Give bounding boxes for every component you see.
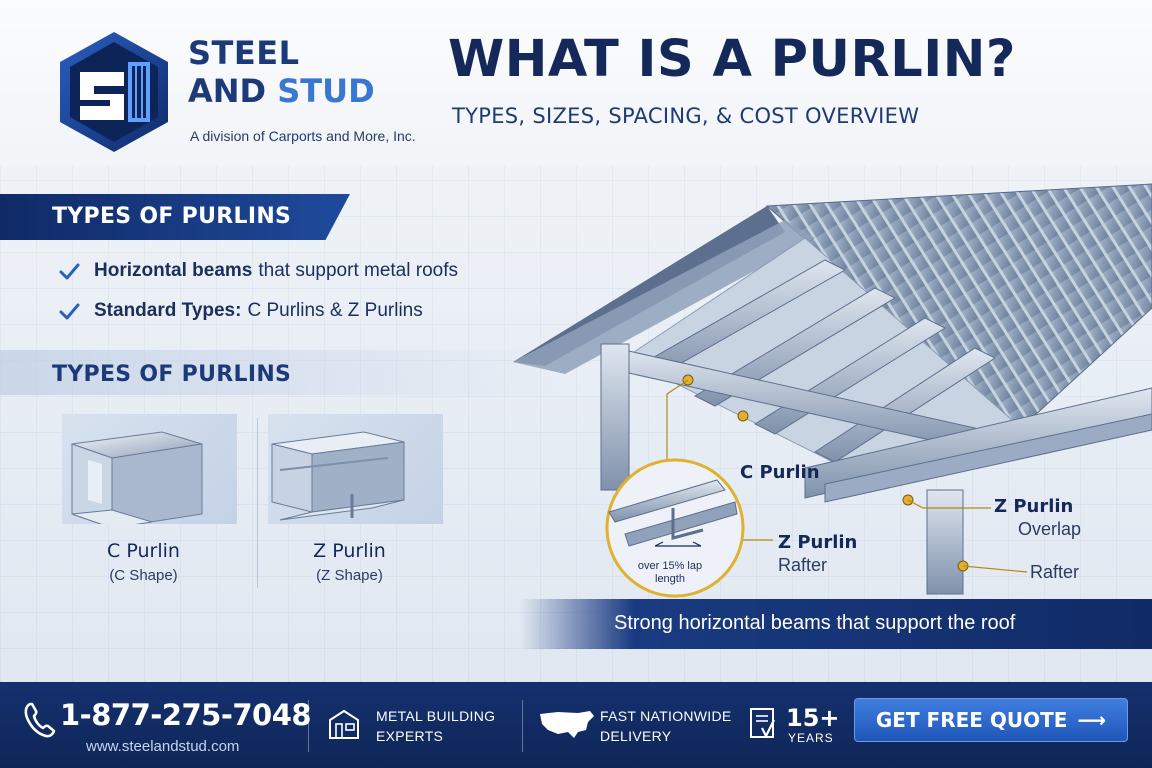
division-text: A division of Carports and More, Inc. <box>190 128 416 144</box>
steel-and-stud-logo <box>60 32 168 152</box>
bullet-bold: Standard Types: <box>94 300 242 321</box>
check-icon <box>59 303 80 320</box>
z-purlin-shape: (Z Shape) <box>316 567 383 584</box>
shapes-section-title: TYPES OF PURLINS <box>52 362 292 387</box>
usa-map-icon <box>540 711 594 738</box>
bullet-text: that support metal roofs <box>258 260 458 281</box>
bullet-standard-types: Standard Types: C Purlins & Z Purlins <box>58 300 423 322</box>
website-link[interactable]: www.steelandstud.com <box>86 738 240 755</box>
c-purlin-shape: (C Shape) <box>109 567 178 584</box>
label-rafter-center: Rafter <box>778 555 828 575</box>
delivery-line1: FAST NATIONWIDE <box>600 708 732 724</box>
roof-illustration <box>513 183 1152 598</box>
delivery-line2: DELIVERY <box>600 728 672 744</box>
brand-line-and-stud: AND STUD <box>188 72 375 110</box>
phone-number[interactable]: 1-877-275-7048 <box>60 698 312 732</box>
footer-divider <box>308 700 309 752</box>
bullet-text: C Purlins & Z Purlins <box>247 300 423 321</box>
header <box>0 0 1152 165</box>
bullet-bold: Horizontal beams <box>94 260 253 281</box>
label-z-purlin-center: Z Purlin <box>778 532 858 553</box>
delivery-text: FAST NATIONWIDE DELIVERY <box>600 706 732 746</box>
z-purlin-caption: Z Purlin <box>313 540 386 562</box>
tagline-strip <box>520 599 1152 649</box>
label-rafter-right: Rafter <box>1030 562 1080 582</box>
types-banner <box>0 194 350 240</box>
cta-label: GET FREE QUOTE <box>875 708 1068 732</box>
division-prefix: A division of <box>190 128 269 144</box>
c-purlin-icon <box>71 431 203 529</box>
page-subtitle: TYPES, SIZES, SPACING, & COST OVERVIEW <box>452 104 920 128</box>
division-suffix: and More, Inc. <box>322 128 416 144</box>
arrow-right-icon: ⟶ <box>1077 708 1107 732</box>
certificate-icon <box>750 708 775 739</box>
page-title: WHAT IS A PURLIN? <box>448 30 1016 89</box>
types-banner-title: TYPES OF PURLINS <box>52 204 292 229</box>
check-icon <box>59 263 80 280</box>
division-company: Carports <box>268 128 323 144</box>
building-icon <box>329 709 359 739</box>
z-purlin-icon <box>271 431 405 521</box>
brand-and: AND <box>188 72 267 110</box>
brand-name: STEEL AND STUD <box>188 34 375 110</box>
years-label: YEARS <box>788 731 834 745</box>
footer-divider <box>522 700 523 752</box>
label-overlap: Overlap <box>1018 519 1082 539</box>
shapes-band <box>0 350 560 395</box>
years-number: 15+ <box>786 704 840 732</box>
get-free-quote-button[interactable]: GET FREE QUOTE ⟶ <box>854 698 1128 742</box>
lap-callout-text: over 15% lap length <box>637 560 703 585</box>
z-purlin-card <box>268 414 443 524</box>
label-z-purlin-right: Z Purlin <box>994 496 1074 517</box>
brand-line-steel: STEEL <box>188 34 300 72</box>
shape-divider <box>257 418 258 588</box>
tagline-text: Strong horizontal beams that support the… <box>614 612 1016 634</box>
c-purlin-caption: C Purlin <box>107 540 180 562</box>
phone-icon[interactable] <box>22 700 56 740</box>
bullet-horizontal-beams: Horizontal beams that support metal roof… <box>58 260 458 282</box>
experts-text: METAL BUILDING EXPERTS <box>376 706 495 746</box>
brand-stud: STUD <box>277 72 375 110</box>
c-purlin-card <box>62 414 237 529</box>
experts-line2: EXPERTS <box>376 728 444 744</box>
experts-line1: METAL BUILDING <box>376 708 496 724</box>
label-c-purlin: C Purlin <box>740 462 820 483</box>
